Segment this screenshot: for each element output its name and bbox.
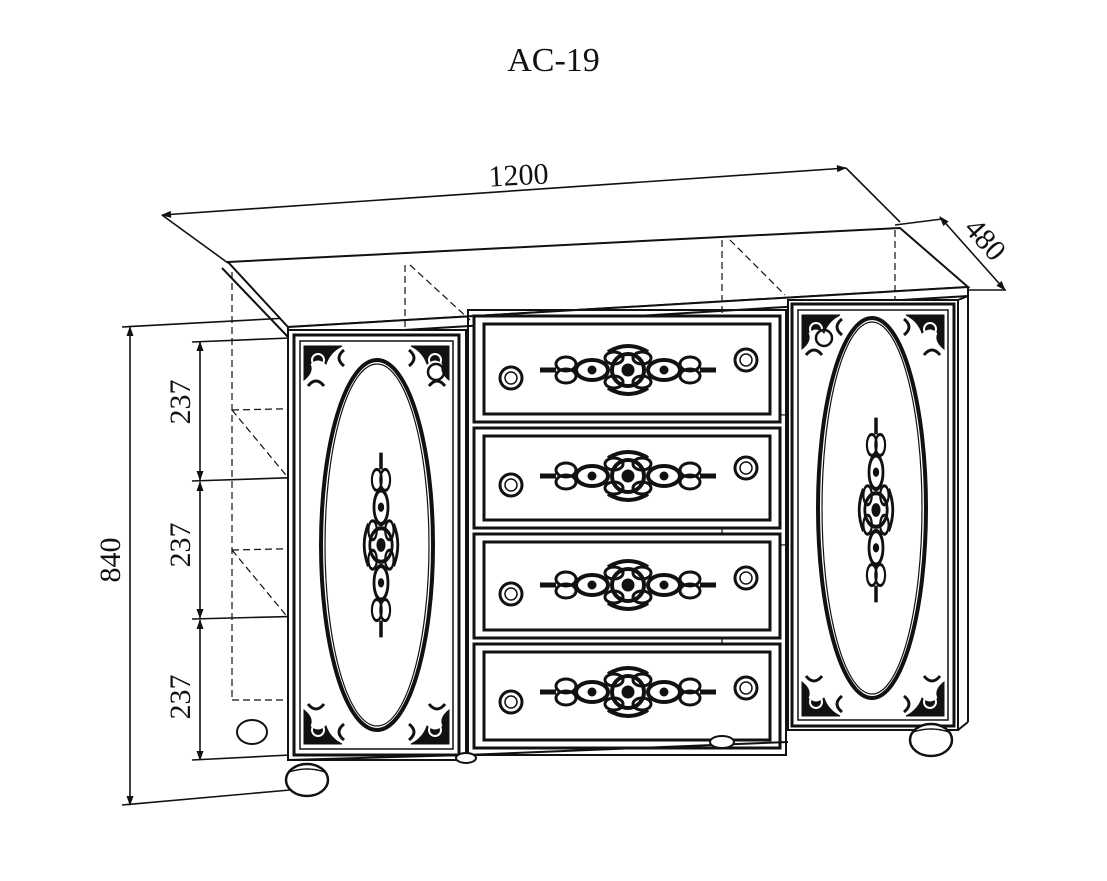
knob-icon[interactable]: [733, 347, 759, 373]
chest-of-drawers: [221, 226, 971, 798]
knob-icon[interactable]: [733, 455, 759, 481]
height-extension-bottom: [121, 789, 291, 806]
knob-icon[interactable]: [733, 565, 759, 591]
section-ext-1: [191, 337, 291, 343]
depth-extension-top: [894, 218, 943, 226]
width-dimension-line: [161, 165, 847, 218]
height-extension-top: [121, 317, 289, 328]
width-label: 1200: [488, 157, 550, 193]
knob-icon[interactable]: [498, 581, 524, 607]
model-title: AC-19: [507, 42, 600, 79]
section-ext-4: [191, 754, 291, 761]
width-extension-left: [161, 214, 229, 264]
depth-dimension-line: [939, 216, 1006, 291]
foot-icon: [236, 719, 268, 745]
drawer-2[interactable]: [472, 426, 782, 530]
door-left[interactable]: [292, 333, 461, 757]
knob-icon[interactable]: [426, 362, 446, 382]
section-2-label: 237: [164, 523, 197, 568]
knob-icon[interactable]: [733, 675, 759, 701]
height-label: 840: [94, 538, 127, 583]
foot-icon: [284, 762, 330, 798]
foot-icon: [455, 735, 735, 764]
width-extension-right: [845, 167, 901, 223]
knob-icon[interactable]: [814, 328, 834, 348]
knob-icon[interactable]: [498, 365, 524, 391]
knob-icon[interactable]: [498, 472, 524, 498]
depth-label: 480: [958, 212, 1013, 268]
drawer-1[interactable]: [472, 314, 782, 424]
drawer-4[interactable]: [472, 642, 782, 750]
center-body: [467, 309, 787, 756]
foot-icon: [908, 722, 954, 758]
drawer-3[interactable]: [472, 532, 782, 640]
section-3-label: 237: [164, 675, 197, 720]
knob-icon[interactable]: [498, 689, 524, 715]
section-1-label: 237: [164, 380, 197, 425]
door-right[interactable]: [790, 302, 956, 728]
